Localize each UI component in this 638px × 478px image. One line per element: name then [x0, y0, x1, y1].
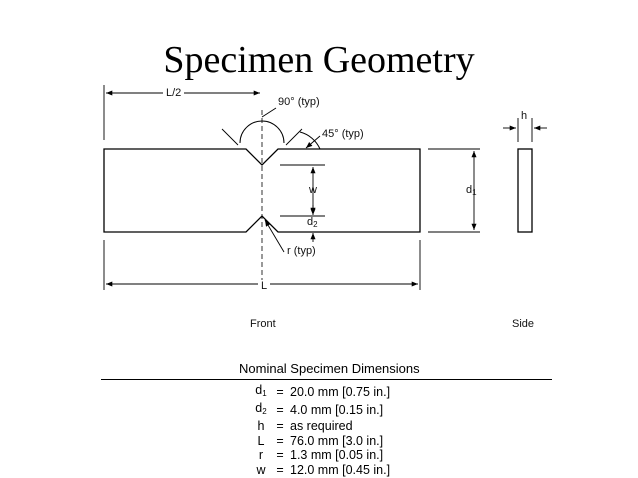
table-row: L = 76.0 mm [3.0 in.] — [252, 434, 390, 449]
equals-sign: = — [276, 385, 284, 399]
dimension-symbol: d2 — [255, 401, 267, 416]
dimension-value: 4.0 mm [0.15 in.] — [290, 403, 384, 417]
equals-sign: = — [276, 448, 284, 463]
depth-d1-label: d1 — [466, 184, 477, 197]
half-length-label: L/2 — [163, 87, 185, 100]
dimension-value: 12.0 mm [0.45 in.] — [290, 462, 391, 477]
angle-45-arc — [299, 131, 321, 150]
table-row: h = as required — [252, 419, 390, 434]
dimension-value: 76.0 mm [3.0 in.] — [290, 433, 384, 448]
notch-d2-label: d2 — [307, 216, 318, 229]
dimensions-heading: Nominal Specimen Dimensions — [239, 361, 420, 376]
dimension-symbol: w — [256, 462, 266, 477]
table-row: d1 = 20.0 mm [0.75 in.] — [252, 383, 390, 401]
dimension-symbol: r — [258, 448, 264, 463]
width-label: w — [309, 184, 317, 196]
equals-sign: = — [276, 419, 284, 434]
length-label: L — [258, 280, 271, 293]
side-view-label: Side — [512, 318, 535, 330]
table-row: r = 1.3 mm [0.05 in.] — [252, 448, 390, 463]
equals-sign: = — [276, 462, 284, 477]
radius-label: r (typ) — [287, 245, 316, 257]
dimension-symbol: L — [257, 433, 265, 448]
angle-45-label: 45° (typ) — [322, 128, 364, 140]
dimension-value: 20.0 mm [0.75 in.] — [290, 385, 391, 399]
front-view-label: Front — [250, 318, 276, 330]
equals-sign: = — [276, 433, 284, 448]
dimension-value: as required — [290, 419, 353, 434]
table-row: d2 = 4.0 mm [0.15 in.] — [252, 401, 390, 419]
table-row: w = 12.0 mm [0.45 in.] — [252, 463, 390, 478]
slide-title: Specimen Geometry — [163, 39, 475, 81]
equals-sign: = — [276, 403, 284, 417]
angle-90-arc — [239, 120, 285, 144]
dimensions-divider — [101, 379, 552, 380]
dimension-symbol: h — [257, 419, 265, 434]
dimensions-table: d1 = 20.0 mm [0.75 in.] d2 = 4.0 mm [0.1… — [252, 383, 390, 477]
radius-leader — [264, 219, 285, 253]
thickness-label: h — [521, 110, 528, 122]
specimen-front-outline — [103, 148, 421, 233]
dimension-value: 1.3 mm [0.05 in.] — [290, 448, 384, 463]
specimen-side-view — [517, 148, 533, 233]
angle-90-label: 90° (typ) — [278, 96, 320, 108]
dimension-symbol: d1 — [255, 383, 267, 398]
